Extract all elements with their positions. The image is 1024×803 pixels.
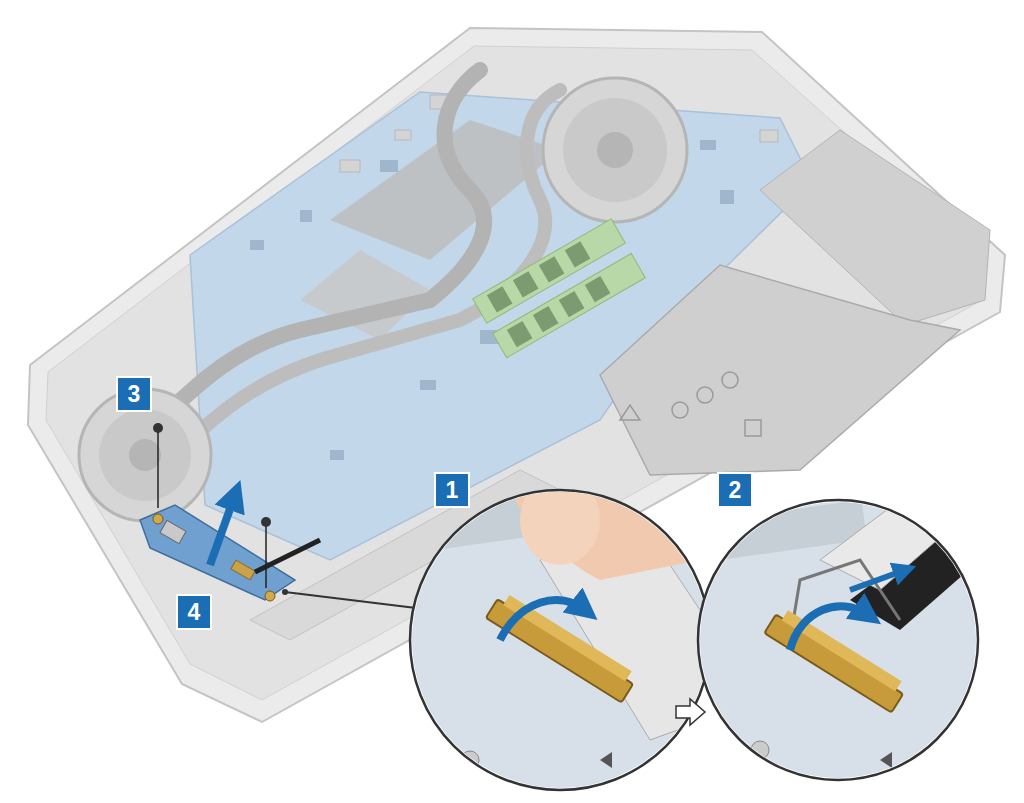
- callout-number: 3: [118, 378, 150, 410]
- callout-number: 1: [436, 474, 468, 506]
- callout-text: 3: [128, 381, 141, 407]
- callout-number: 4: [178, 596, 210, 628]
- callout-text: 4: [188, 599, 201, 625]
- callout-number: 2: [719, 474, 751, 506]
- callout-text: 2: [729, 477, 742, 503]
- callout-text: 1: [446, 477, 459, 503]
